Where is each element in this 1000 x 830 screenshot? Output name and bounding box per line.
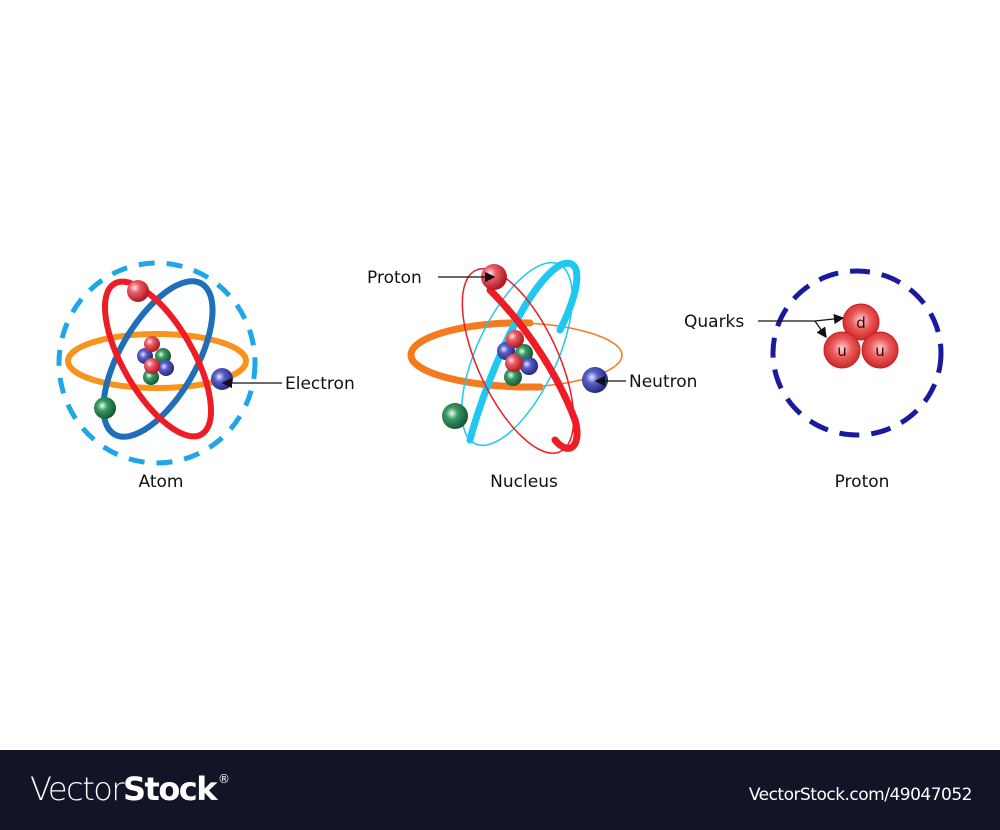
atom-outer-shell-dashed bbox=[56, 260, 258, 466]
electron-label: Electron bbox=[285, 374, 355, 394]
nucleus-caption: Nucleus bbox=[490, 472, 558, 492]
svg-text:u: u bbox=[875, 342, 885, 360]
atom-caption: Atom bbox=[139, 472, 184, 492]
image-url: VectorStock.com/49047052 bbox=[748, 785, 973, 805]
neutron-label: Neutron bbox=[629, 372, 697, 392]
footer-bar: VectorStock® VectorStock.com/49047052 bbox=[0, 750, 1000, 830]
quarks-label: Quarks bbox=[684, 312, 744, 332]
nucleus-core bbox=[497, 330, 538, 386]
proton-diagram: d u u Quarks Proton bbox=[684, 268, 944, 492]
brand-bold: Stock bbox=[122, 770, 218, 808]
quarks-arrow-d bbox=[814, 313, 845, 325]
quark-u-left: u bbox=[823, 331, 861, 369]
proton-caption: Proton bbox=[835, 472, 890, 492]
nucleus-green-particle bbox=[442, 403, 468, 429]
atom-proton-particle bbox=[127, 280, 149, 302]
diagram-canvas: Electron Atom Proton Neutron Nucleus bbox=[56, 259, 944, 492]
nucleus-orbit-red-thin bbox=[461, 268, 575, 454]
registered-mark: ® bbox=[218, 772, 230, 786]
atom-electron-particle bbox=[211, 368, 233, 390]
atom-orbit-orange bbox=[65, 331, 249, 391]
atom-green-particle bbox=[94, 397, 116, 419]
atom-nucleus bbox=[137, 336, 174, 385]
nucleus-orbit-red-thick bbox=[486, 286, 581, 452]
quarks-arrow-u bbox=[814, 320, 827, 339]
svg-text:d: d bbox=[856, 314, 866, 332]
quark-u-right: u bbox=[861, 331, 899, 369]
svg-text:u: u bbox=[837, 342, 847, 360]
nucleus-neutron-particle bbox=[582, 367, 608, 393]
atom-diagram: Electron Atom bbox=[56, 260, 355, 492]
brand-light: Vector bbox=[30, 770, 124, 808]
nucleus-diagram: Proton Neutron Nucleus bbox=[367, 259, 697, 492]
proton-label: Proton bbox=[367, 268, 422, 288]
atom-orbit-blue bbox=[100, 278, 216, 440]
atom-orbit-red bbox=[101, 278, 215, 440]
vectorstock-logo: VectorStock® bbox=[30, 770, 230, 808]
nucleus-orbit-cyan-thick bbox=[466, 259, 581, 444]
proton-boundary-dashed bbox=[770, 268, 944, 438]
nucleus-orbit-orange-thick bbox=[407, 319, 544, 391]
